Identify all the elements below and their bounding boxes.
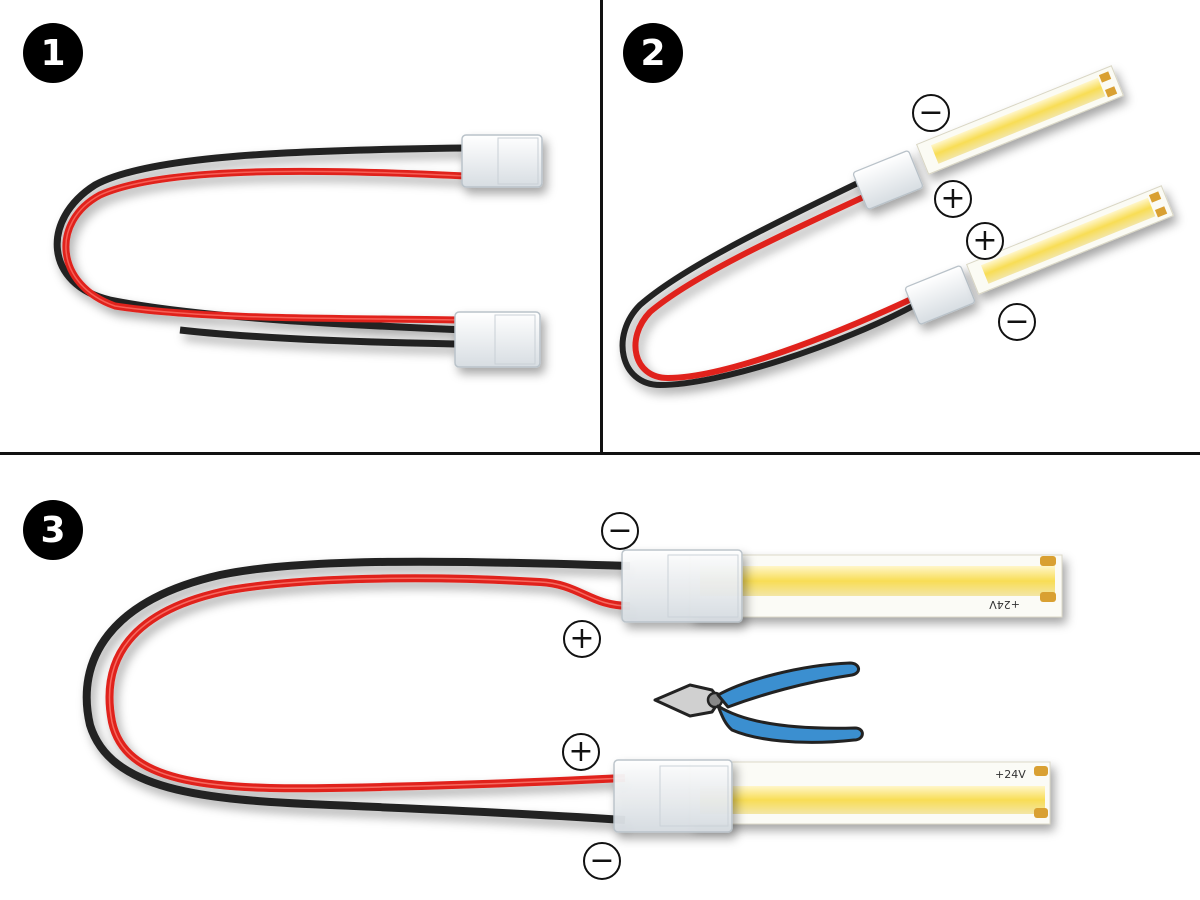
panel-3-cable [82,557,631,824]
panel-2-minus-top: − [912,94,950,132]
panel-3-plus-bottom: + [562,733,600,771]
panel-2-strip-bottom [966,185,1174,295]
panel-2-connector-top [852,150,924,210]
panel-3-connector-top [621,549,743,623]
panel-3-bottom-voltage-text: +24V [995,768,1026,781]
panel-3-strip-top: +24V [689,554,1063,618]
panel-2-plus-bottom: + [966,222,1004,260]
panel-1-connector-bottom [454,311,541,368]
pliers-icon [653,661,864,744]
panel-3-minus-bottom: − [583,842,621,880]
panel-2-minus-bottom: − [998,303,1036,341]
panel-3-strip-bottom: +24V [689,761,1051,825]
panel-3-top-voltage-text: +24V [989,598,1020,611]
panel-3-plus-top: + [563,620,601,658]
panel-1-cable [53,144,466,348]
vertical-divider [600,0,603,453]
panel-2-cable [619,179,922,389]
panel-3-minus-top: − [601,512,639,550]
panel-2-connector-bottom [904,265,976,325]
panel-3-connector-bottom [613,759,733,833]
step-2-badge: 2 [623,23,683,83]
horizontal-divider [0,452,1200,455]
panel-2-strip-top [916,65,1124,175]
panel-1-connector-top [461,134,543,188]
step-1-badge: 1 [23,23,83,83]
step-3-badge: 3 [23,500,83,560]
panel-2-plus-top: + [934,180,972,218]
